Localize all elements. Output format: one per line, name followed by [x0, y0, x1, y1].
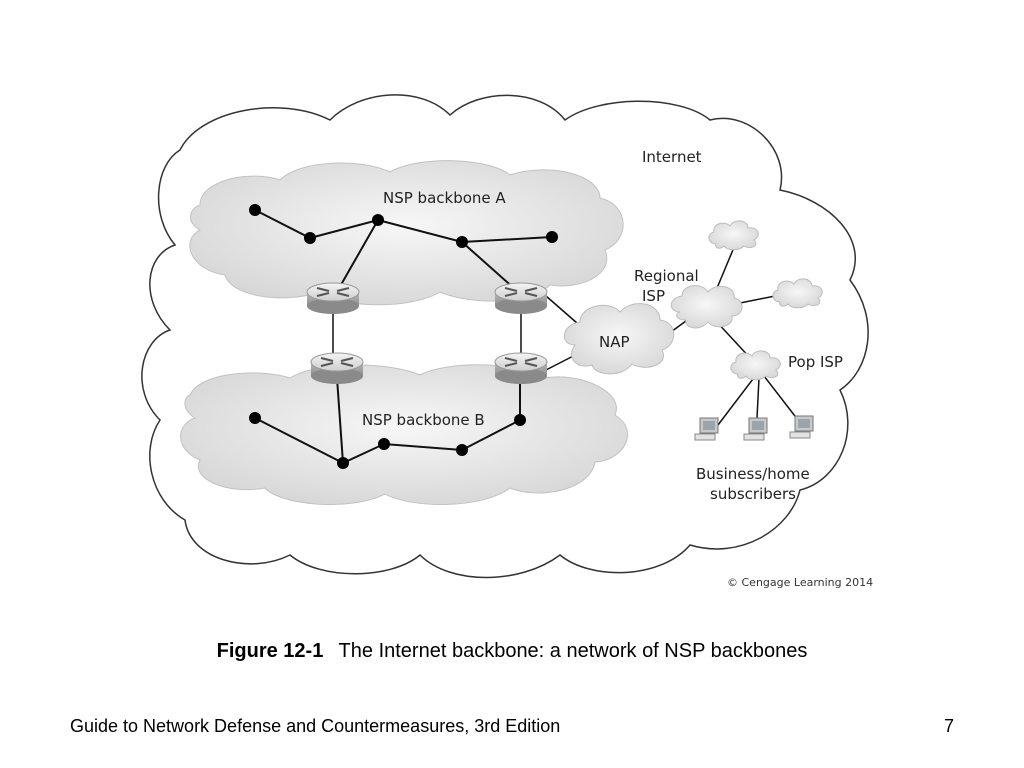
- node-dot: [249, 204, 261, 216]
- nap-cloud: [563, 303, 675, 375]
- router-icon: [306, 282, 360, 315]
- internet-cloud: [141, 94, 869, 579]
- node-dot: [372, 214, 384, 226]
- page-number: 7: [943, 716, 954, 736]
- label-nap: NAP: [599, 333, 630, 351]
- figure-caption: Figure 12-1 The Internet backbone: a net…: [0, 640, 1024, 663]
- footer-title: Guide to Network Defense and Countermeas…: [70, 716, 561, 736]
- regional-isp-cloud: [670, 285, 743, 329]
- label-backbone-b: NSP backbone B: [362, 411, 485, 429]
- label-internet: Internet: [642, 148, 702, 166]
- node-dot: [456, 236, 468, 248]
- figure-caption-text: The Internet backbone: a network of NSP …: [338, 640, 808, 662]
- label-backbone-a: NSP backbone A: [383, 189, 506, 207]
- label-regional-isp-line2: ISP: [642, 287, 665, 305]
- router-icon: [494, 282, 548, 315]
- figure-number: Figure 12-1: [216, 640, 324, 662]
- label-subscribers-line2: subscribers: [710, 485, 796, 503]
- router-icon: [310, 352, 364, 385]
- node-dot: [378, 438, 390, 450]
- internet-backbone-diagram: Internet NSP backbone A NSP backbone B R…: [141, 94, 873, 589]
- nsp-backbone-a-cloud: [189, 160, 624, 306]
- copyright-credit: © Cengage Learning 2014: [727, 576, 873, 589]
- label-pop-isp: Pop ISP: [788, 353, 843, 371]
- node-dot: [304, 232, 316, 244]
- router-icon: [494, 352, 548, 385]
- node-dot: [546, 231, 558, 243]
- node-dot: [456, 444, 468, 456]
- label-subscribers-line1: Business/home: [696, 465, 810, 483]
- label-regional-isp-line1: Regional: [634, 267, 699, 285]
- nodes: [249, 204, 558, 469]
- node-dot: [337, 457, 349, 469]
- node-dot: [249, 412, 261, 424]
- nsp-backbone-b-cloud: [180, 364, 628, 506]
- node-dot: [514, 414, 526, 426]
